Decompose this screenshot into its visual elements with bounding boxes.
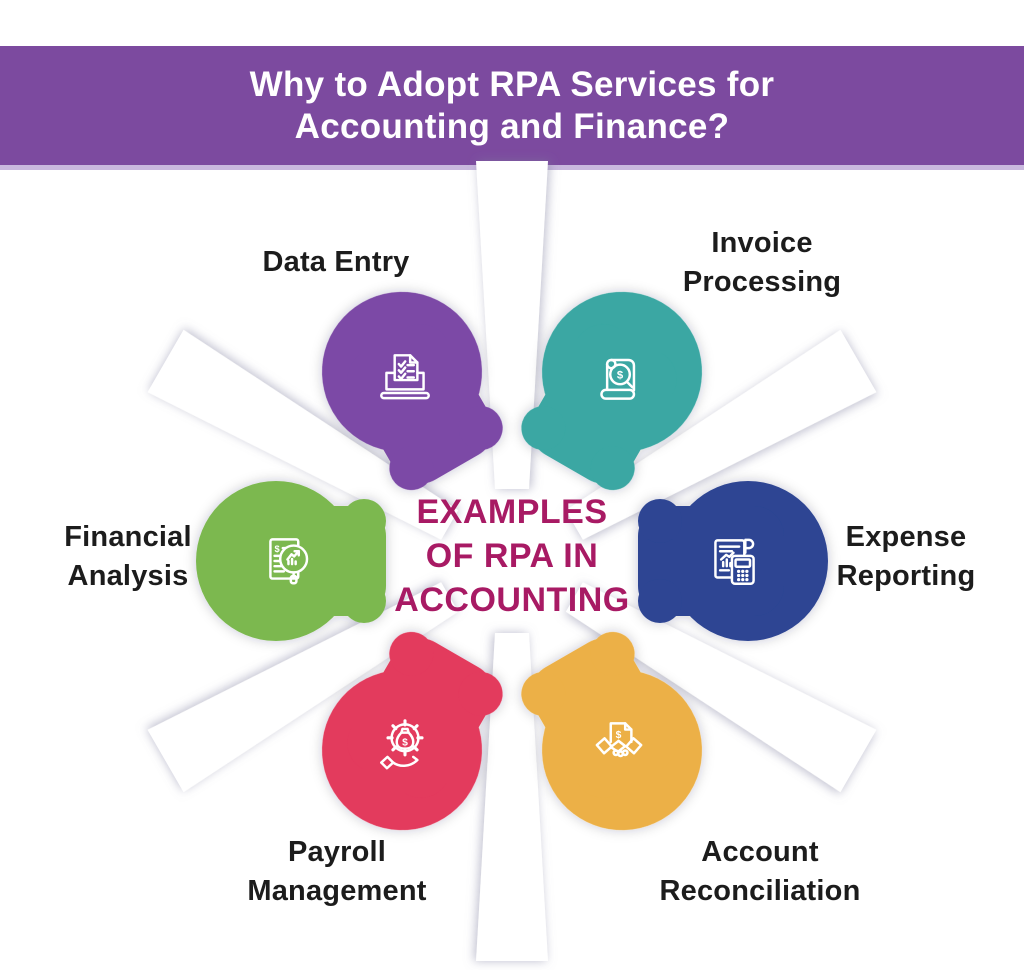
center-title: EXAMPLES OF RPA IN ACCOUNTING: [374, 490, 650, 622]
header-title-line1: Why to Adopt RPA Services for: [249, 64, 775, 104]
hand-gear-moneybag-icon: $: [380, 719, 424, 770]
invoice-processing-label: Invoice Processing: [682, 227, 842, 298]
financial-analysis-label: Financial Analysis: [64, 521, 192, 592]
svg-text:$: $: [616, 730, 622, 741]
center-title-line2: OF RPA IN: [425, 537, 599, 575]
header-title-line2: Accounting and Finance?: [294, 106, 730, 146]
expense-reporting-label: Expense Reporting: [836, 521, 976, 592]
report-calculator-icon: [714, 538, 755, 585]
svg-text:$: $: [617, 370, 624, 382]
document-chart-magnifier-icon: $: [269, 538, 309, 585]
data-entry-label: Data Entry: [262, 246, 410, 278]
invoice-magnifier-dollar-icon: $: [600, 358, 636, 400]
center-title-line3: ACCOUNTING: [394, 581, 630, 619]
handshake-dollar-document-icon: $: [595, 722, 643, 758]
payroll-management-label: Payroll Management: [247, 836, 427, 907]
laptop-checklist-icon: [380, 354, 430, 400]
svg-text:$: $: [275, 544, 281, 554]
account-reconciliation-label: Account Reconciliation: [659, 836, 861, 907]
header-banner: Why to Adopt RPA Services for Accounting…: [0, 46, 1024, 170]
svg-text:$: $: [402, 738, 408, 749]
center-title-line1: EXAMPLES: [416, 493, 608, 531]
